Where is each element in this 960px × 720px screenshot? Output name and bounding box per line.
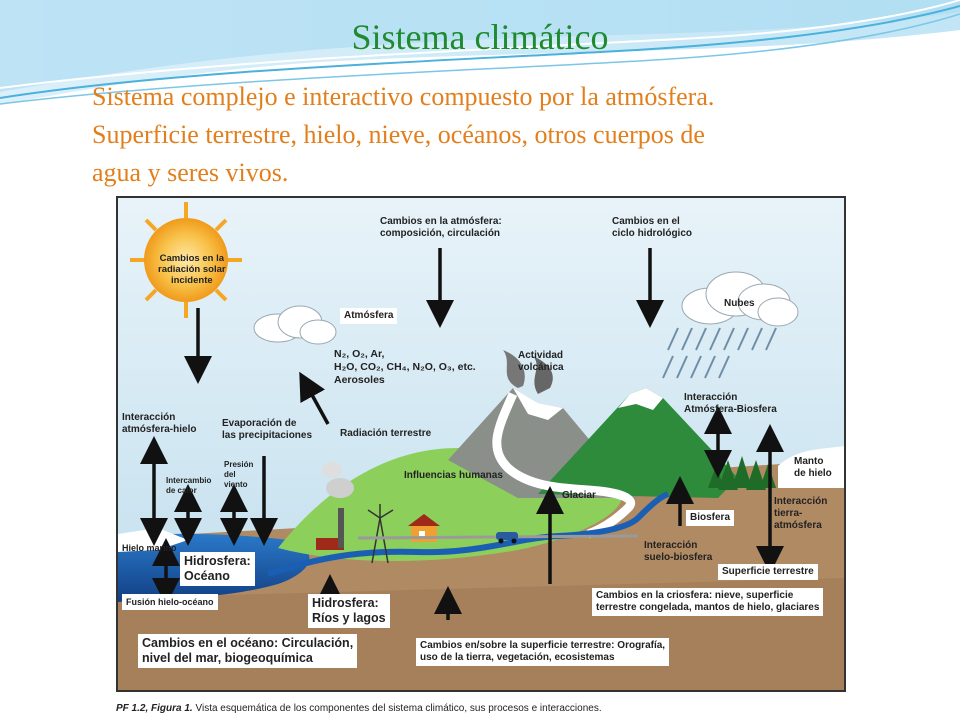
subtitle-line: Sistema complejo e interactivo compuesto… <box>92 82 715 111</box>
glacier <box>492 392 635 539</box>
human-influence-label: Influencias humanas <box>404 470 503 481</box>
atmosphere-label: Atmósfera <box>340 308 398 324</box>
cryosphere-label: Cambios en la criosfera: nieve, superfic… <box>592 588 824 616</box>
subtitle-line: agua y seres vivos. <box>92 158 289 187</box>
subtitle-line: Superficie terrestre, hielo, nieve, océa… <box>92 120 705 149</box>
factory-icon <box>316 462 354 550</box>
glacier-label: Glaciar <box>562 490 596 501</box>
terrestrial-radiation-label: Radiación terrestre <box>340 428 432 439</box>
slide-title: Sistema climático <box>351 17 609 57</box>
caption-ref: PF 1.2, Figura 1. <box>116 703 193 714</box>
decorative-banner <box>0 0 960 105</box>
sea-ice-label: Hielo marino <box>122 543 177 553</box>
clouds-label: Nubes <box>724 298 755 309</box>
atm-biosphere-label: Interacción Atmósfera-Biosfera <box>684 392 777 415</box>
figure-caption: PF 1.2, Figura 1. Vista esquemática de l… <box>116 703 856 714</box>
climate-system-diagram: Cambios en la radiación solar incidente … <box>116 196 846 692</box>
diagram-artwork <box>118 198 844 690</box>
ocean-changes-label: Cambios en el océano: Circulación, nivel… <box>138 634 358 668</box>
evaporation-label: Evaporación de las precipitaciones <box>222 418 313 441</box>
hydrosphere-ocean-label: Hidrosfera: Océano <box>180 552 255 586</box>
land-surface-label: Superficie terrestre <box>718 564 818 580</box>
rain <box>662 327 777 379</box>
land-changes-label: Cambios en/sobre la superficie terrestre… <box>416 638 670 666</box>
clouds-icon <box>681 271 799 327</box>
hydro-cycle-label: Cambios en el ciclo hidrológico <box>612 216 693 239</box>
sun-icon <box>130 202 242 318</box>
atmosphere-changes-label: Cambios en la atmósfera: composición, ci… <box>380 216 502 239</box>
heat-exchange-label: Intercambio de calor <box>166 476 212 495</box>
car-icon <box>496 532 518 544</box>
river <box>267 491 670 577</box>
land-atm-label: Interacción tierra- atmósfera <box>774 496 828 531</box>
slide-subtitle: Sistema complejo e interactivo compuesto… <box>92 78 892 192</box>
volcanic-activity-label: Actividad volcánica <box>518 350 564 373</box>
biosphere-label: Biosfera <box>686 510 735 526</box>
solar-radiation-label: Cambios en la radiación solar incidente <box>158 253 226 286</box>
caption-text: Vista esquemática de los componentes del… <box>192 703 602 714</box>
wind-label: Presión del viento <box>224 460 254 489</box>
atm-ice-label: Interacción atmósfera-hielo <box>122 412 197 435</box>
ice-sheet <box>778 446 844 488</box>
gases-label: N₂, O₂, Ar, H₂O, CO₂, CH₄, N₂O, O₃, etc.… <box>334 348 476 386</box>
ice-ocean-label: Fusión hielo-océano <box>122 594 218 610</box>
soil-biosphere-label: Interacción suelo-biosfera <box>644 540 713 563</box>
ice-sheet-label: Manto de hielo <box>794 456 832 479</box>
hydrosphere-rivers-label: Hidrosfera: Ríos y lagos <box>308 594 390 628</box>
windmill-icon <box>367 504 394 564</box>
cloud-left <box>253 305 337 345</box>
green-mountain <box>538 388 738 498</box>
